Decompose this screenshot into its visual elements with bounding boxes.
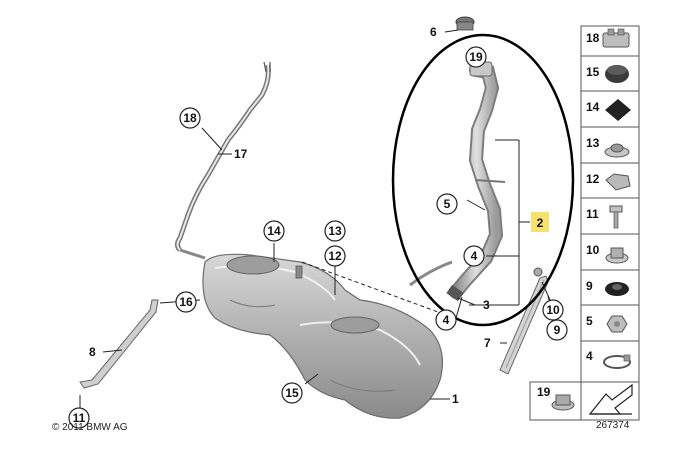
callout-19: 19 xyxy=(469,50,483,64)
callouts: 6 19 18 17 5 2 14 13 12 4 16 3 10 xyxy=(68,25,568,429)
legend-label-15: 15 xyxy=(586,65,600,79)
plug-icon xyxy=(605,65,629,83)
callout-16: 16 xyxy=(179,295,193,309)
callout-1: 1 xyxy=(452,392,459,406)
callout-15: 15 xyxy=(285,386,299,400)
callout-18: 18 xyxy=(183,111,197,125)
callout-5: 5 xyxy=(444,197,451,211)
callout-3: 3 xyxy=(483,298,490,312)
screw-icon xyxy=(609,205,623,229)
callout-14: 14 xyxy=(267,224,281,238)
arrow-direction-icon xyxy=(588,383,633,415)
callout-11: 11 xyxy=(73,411,86,425)
legend-label-19: 19 xyxy=(537,385,551,399)
legend-label-4: 4 xyxy=(586,349,593,363)
callout-13: 13 xyxy=(328,224,342,238)
legend-label-9: 9 xyxy=(586,279,593,293)
nut-icon xyxy=(605,247,629,264)
filler-pipe xyxy=(409,61,506,302)
legend-label-5: 5 xyxy=(586,314,593,328)
cap-nut-icon xyxy=(551,394,575,411)
bracket-clip-icon xyxy=(605,173,631,191)
legend-label-18: 18 xyxy=(586,31,600,45)
vent-line xyxy=(175,61,271,260)
callout-12: 12 xyxy=(328,249,342,263)
tank-strap-left xyxy=(79,299,159,389)
callout-7: 7 xyxy=(484,336,491,350)
legend-label-14: 14 xyxy=(586,100,600,114)
hex-nut-icon xyxy=(606,315,628,333)
callout-9: 9 xyxy=(554,323,561,337)
filler-cap xyxy=(455,16,475,31)
callout-4-lower: 4 xyxy=(443,313,450,327)
copyright-text: © 2011 BMW AG xyxy=(52,422,128,433)
hose-clamp-icon xyxy=(603,354,631,369)
callout-10: 10 xyxy=(546,303,560,317)
legend-label-12: 12 xyxy=(586,172,600,186)
grommet-black-icon xyxy=(605,282,629,296)
grommet-icon xyxy=(604,143,630,158)
strap-bracket xyxy=(533,267,543,277)
legend-label-10: 10 xyxy=(586,243,600,257)
callout-4-upper: 4 xyxy=(471,249,478,263)
legend-label-11: 11 xyxy=(586,207,599,221)
callout-17: 17 xyxy=(234,147,248,161)
figure-number: 267374 xyxy=(596,420,630,431)
fuel-tank xyxy=(202,253,443,419)
callout-8: 8 xyxy=(89,345,96,359)
legend-label-13: 13 xyxy=(586,136,600,150)
highlight-ellipse xyxy=(391,33,575,327)
clip-icon xyxy=(602,28,630,48)
pad-icon xyxy=(605,99,631,121)
callout-6: 6 xyxy=(430,25,437,39)
parts-legend: 18 15 14 13 12 11 10 9 5 4 19 xyxy=(529,25,640,421)
callout-2: 2 xyxy=(537,216,544,230)
